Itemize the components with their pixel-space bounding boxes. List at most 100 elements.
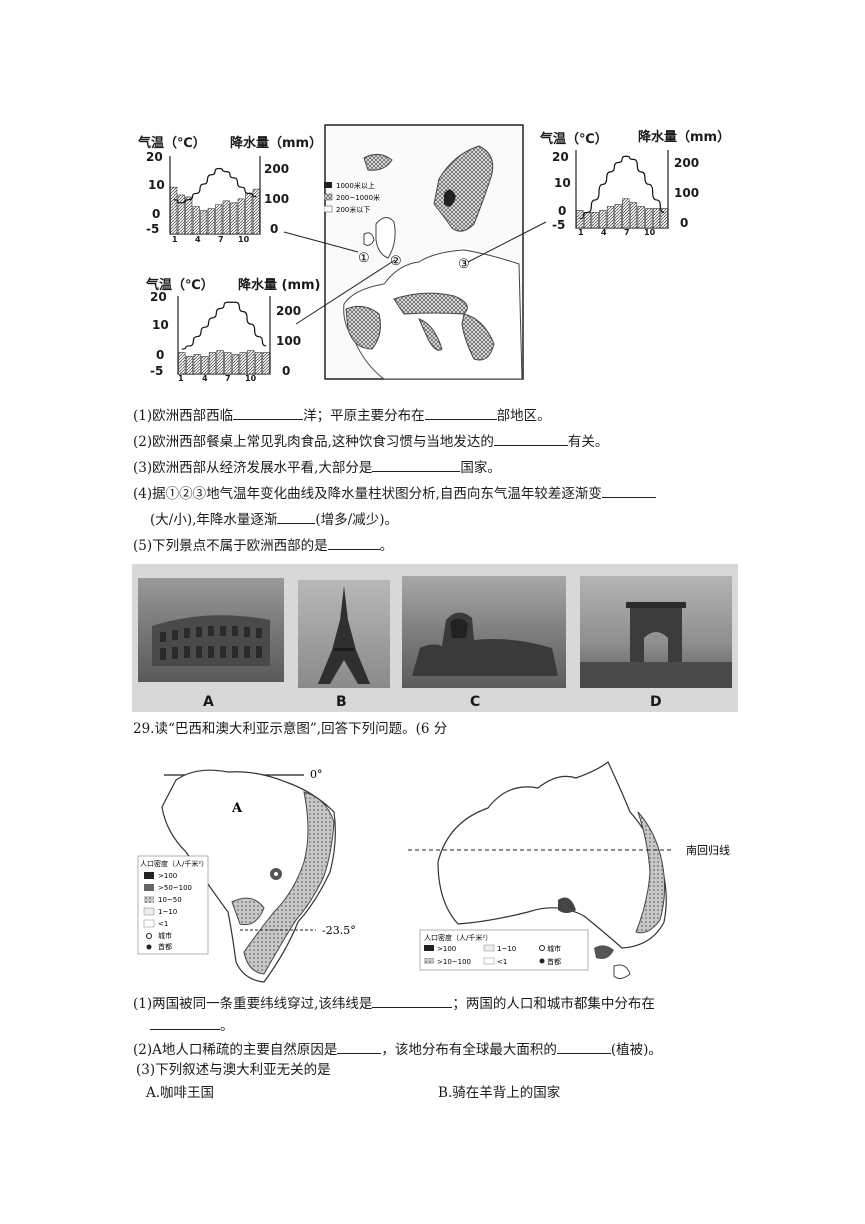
precip-bar: [591, 212, 599, 229]
precip-bar: [193, 354, 201, 375]
answer-blank[interactable]: [150, 1016, 220, 1030]
climate-plot: [177, 296, 271, 375]
precip-bar: [606, 206, 615, 229]
q29-line2: (2)A地人口稀疏的主要自然原因是，该地分布有全球最大面积的(植被)。: [133, 1040, 662, 1058]
answer-blank[interactable]: [372, 458, 461, 472]
precip-bar: [185, 196, 193, 235]
temp-axis-label: 气温（℃）: [146, 278, 214, 293]
q28-line2: (2)欧洲西部餐桌上常见乳肉食品,这种饮食习惯与当地发达的有关。: [133, 432, 609, 450]
eiffel-photo: [298, 580, 390, 688]
precip-tick: 100: [276, 334, 302, 348]
svg-text:<1: <1: [497, 958, 507, 966]
answer-blank[interactable]: [327, 536, 380, 550]
svg-text:首都: 首都: [547, 957, 561, 966]
precip-bar: [645, 208, 653, 229]
temperature-line: [181, 301, 267, 350]
precip-axis-label: 降水量（mm）: [230, 136, 323, 151]
precip-bar: [177, 194, 185, 235]
q28-line5: (5)下列景点不属于欧洲西部的是。: [133, 536, 394, 554]
legend-mid: 200~1000米: [336, 193, 380, 202]
month-tick: 7: [218, 235, 224, 244]
temp-tick: 10: [152, 318, 169, 332]
q28-line1: (1)欧洲西部西临洋；平原主要分布在部地区。: [133, 406, 551, 424]
australia-legend-title: 人口密度（人/千米²）: [424, 933, 492, 942]
q28-line3: (3)欧洲西部从经济发展水平看,大部分是国家。: [133, 458, 501, 476]
marker-3: ③: [458, 257, 470, 272]
temp-tick: 0: [156, 348, 165, 362]
precip-bar: [247, 350, 255, 375]
legend-high: 1000米以上: [336, 181, 375, 190]
svg-text:1~10: 1~10: [497, 945, 516, 953]
precip-bar: [224, 352, 232, 375]
australia-map: 南回归线 人口密度（人/千米²） >100 1~10 城市 >10~100 <1…: [408, 761, 730, 980]
answer-blank[interactable]: [424, 406, 497, 420]
month-tick: 1: [178, 374, 184, 383]
precip-bar: [216, 350, 224, 375]
temperature-line: [579, 155, 665, 220]
climate-plot: [169, 156, 261, 235]
precip-bar: [231, 354, 240, 375]
svg-text:>50~100: >50~100: [158, 884, 192, 892]
precip-bar: [254, 352, 263, 375]
temp-tick: 20: [146, 150, 163, 164]
photo-label-b: B: [336, 694, 347, 710]
photo-label-d: D: [650, 694, 662, 710]
temp-tick: -5: [150, 364, 164, 378]
q29-line3: (3)下列叙述与澳大利亚无关的是: [136, 1062, 331, 1078]
month-tick: 1: [578, 228, 584, 237]
precip-bar: [237, 198, 245, 235]
connector-lines: [283, 221, 547, 325]
answer-blank[interactable]: [493, 432, 568, 446]
precip-tick: 0: [270, 222, 279, 236]
precip-tick: 100: [264, 192, 290, 206]
precip-bar: [599, 210, 607, 229]
precip-bar: [252, 188, 260, 235]
month-tick: 1: [172, 235, 178, 244]
precip-bar: [660, 208, 668, 229]
precip-tick: 200: [264, 162, 290, 176]
equator-label: 0°: [310, 768, 323, 781]
climate-plot: [575, 150, 669, 229]
q28-line4: (4)据①②③地气温年变化曲线及降水量柱状图分析,自西向东气温年较差逐渐变: [133, 484, 656, 503]
label-a: A: [231, 801, 243, 816]
svg-text:>100: >100: [158, 872, 177, 880]
colosseum-photo: [138, 578, 284, 682]
precip-bar: [207, 208, 215, 235]
arc-de-triomphe-photo: [580, 576, 732, 688]
precip-bar: [185, 356, 194, 375]
month-tick: 10: [238, 235, 250, 244]
answer-blank[interactable]: [277, 510, 316, 524]
precip-tick: 200: [674, 156, 700, 170]
svg-text:城市: 城市: [547, 944, 561, 953]
svg-text:10~50: 10~50: [158, 896, 182, 904]
precip-bar: [629, 202, 638, 229]
tropic-label: 南回归线: [686, 843, 730, 857]
answer-blank[interactable]: [601, 484, 656, 498]
temp-tick: -5: [146, 222, 160, 236]
svg-text:>100: >100: [437, 945, 456, 953]
marker-1: ①: [358, 251, 370, 266]
precip-bar: [215, 204, 223, 235]
sphinx-icon: [412, 612, 558, 676]
sphinx-photo: [402, 576, 566, 688]
temp-tick: 0: [558, 204, 567, 218]
precip-tick: 100: [674, 186, 700, 200]
month-tick: 4: [601, 228, 607, 237]
q29-line1b: 。: [150, 1016, 234, 1035]
precip-bar: [637, 206, 645, 229]
tropic-label: -23.5°: [322, 924, 356, 937]
photo-label-a: A: [203, 694, 214, 710]
answer-blank[interactable]: [337, 1040, 382, 1054]
svg-text:<1: <1: [158, 920, 168, 928]
answer-blank[interactable]: [233, 406, 304, 420]
precip-bar: [170, 186, 178, 235]
temp-tick: 10: [148, 178, 165, 192]
precip-bar: [262, 352, 270, 375]
temp-axis-label: 气温（℃）: [138, 136, 206, 151]
temp-tick: 20: [552, 150, 569, 164]
svg-text:>10~100: >10~100: [437, 958, 471, 966]
precip-bar: [192, 206, 200, 235]
answer-blank[interactable]: [556, 1040, 611, 1054]
temp-tick: 10: [554, 176, 571, 190]
answer-blank[interactable]: [372, 994, 453, 1008]
